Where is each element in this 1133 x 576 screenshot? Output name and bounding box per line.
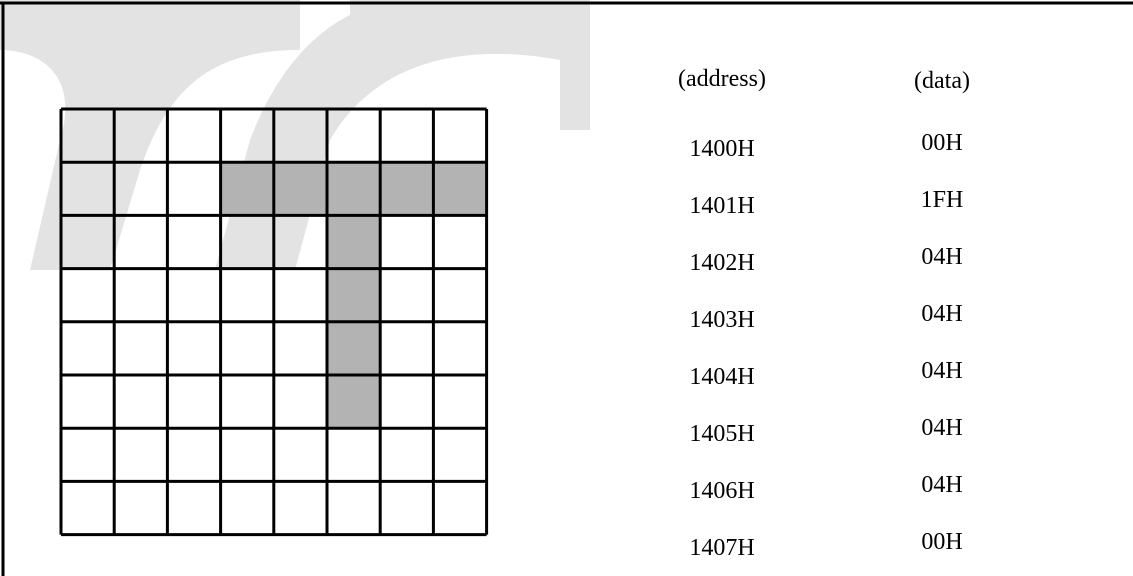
grid-cell (167, 375, 220, 428)
grid-cell (61, 375, 114, 428)
grid-cell (61, 481, 114, 534)
address-cell: 1403H (689, 307, 754, 333)
grid-cell (167, 269, 220, 322)
grid-cell (167, 162, 220, 215)
grid-cell (380, 481, 433, 534)
grid-cell (380, 109, 433, 162)
grid-cell (114, 481, 167, 534)
address-cell: 1404H (689, 364, 754, 390)
grid-cell (114, 428, 167, 481)
grid-cell (380, 375, 433, 428)
grid-cell (274, 269, 327, 322)
grid-cell (380, 322, 433, 375)
grid-cell (433, 481, 486, 534)
address-column-header: (address) (678, 66, 766, 92)
grid-cell (221, 322, 274, 375)
grid-cell (114, 375, 167, 428)
grid-cell (221, 375, 274, 428)
grid-cell (433, 269, 486, 322)
data-cell: 04H (921, 358, 962, 384)
grid-cell (433, 322, 486, 375)
address-cell: 1405H (689, 421, 754, 447)
grid-cell (167, 481, 220, 534)
grid-cell (167, 109, 220, 162)
grid-cell-filled (433, 162, 487, 216)
grid-cell (433, 215, 486, 268)
grid-cell (433, 109, 486, 162)
data-column-header: (data) (914, 68, 970, 94)
grid-cell (433, 375, 486, 428)
grid-cell-filled (327, 215, 381, 269)
data-cell: 04H (921, 415, 962, 441)
grid-cell (167, 428, 220, 481)
grid-cell (221, 269, 274, 322)
address-cell: 1401H (689, 193, 754, 219)
data-cell: 04H (921, 472, 962, 498)
grid-cell-filled (327, 375, 381, 429)
grid-cell (167, 215, 220, 268)
grid-cell (61, 269, 114, 322)
grid-cell-filled (380, 162, 434, 216)
address-cell: 1400H (689, 136, 754, 162)
data-cell: 04H (921, 301, 962, 327)
address-cell: 1402H (689, 250, 754, 276)
grid-cell (274, 322, 327, 375)
grid-cell (380, 428, 433, 481)
watermark-logo (0, 0, 590, 270)
data-cell: 1FH (921, 187, 964, 213)
grid-cell (380, 269, 433, 322)
grid-cell (61, 428, 114, 481)
grid-cell (114, 269, 167, 322)
memory-table: (address) (data) 1400H 00H 1401H 1FH 1402H 04… (678, 66, 970, 561)
address-cell: 1406H (689, 478, 754, 504)
grid-cell (327, 481, 380, 534)
grid-cell-filled (327, 268, 381, 322)
pixel-grid (59, 107, 489, 537)
grid-cell (221, 481, 274, 534)
grid-cell (221, 428, 274, 481)
data-cell: 00H (921, 529, 962, 555)
grid-cell-filled (327, 321, 381, 375)
grid-cell (274, 375, 327, 428)
grid-cell-filled (220, 162, 274, 216)
grid-cell (61, 322, 114, 375)
watermark-left-arc (0, 0, 300, 270)
grid-cell-filled (273, 162, 327, 216)
data-cell: 04H (921, 244, 962, 270)
address-cell: 1407H (689, 535, 754, 561)
grid-cell-filled (327, 162, 381, 216)
grid-cell (327, 428, 380, 481)
grid-cell (380, 215, 433, 268)
grid-cell (114, 322, 167, 375)
grid-cell (274, 428, 327, 481)
grid-cell (274, 481, 327, 534)
data-cell: 00H (921, 130, 962, 156)
grid-cell (433, 428, 486, 481)
grid-cell (167, 322, 220, 375)
